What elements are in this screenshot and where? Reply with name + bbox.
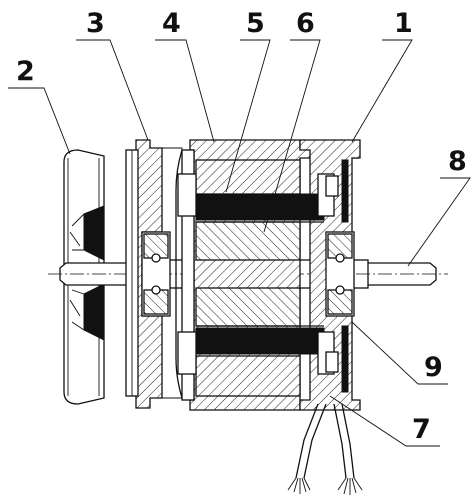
label-8: 8 xyxy=(448,146,467,177)
leader-lines xyxy=(8,39,471,447)
label-5: 5 xyxy=(246,8,265,39)
label-1: 1 xyxy=(394,8,413,39)
label-4: 4 xyxy=(162,8,181,39)
circuit-board xyxy=(325,159,349,393)
right-bearing xyxy=(325,231,355,317)
label-2: 2 xyxy=(16,56,35,87)
label-3: 3 xyxy=(86,8,105,39)
left-bearing xyxy=(141,231,171,317)
lead-wires xyxy=(287,403,363,495)
left-end-cover xyxy=(125,139,183,409)
label-9: 9 xyxy=(424,352,443,383)
rotor xyxy=(195,221,324,327)
stator-windings xyxy=(177,173,335,375)
label-6: 6 xyxy=(296,8,315,39)
label-7: 7 xyxy=(412,414,431,445)
stator-core xyxy=(195,159,301,397)
part-labels: 3 4 5 6 1 2 8 9 7 xyxy=(16,8,467,445)
